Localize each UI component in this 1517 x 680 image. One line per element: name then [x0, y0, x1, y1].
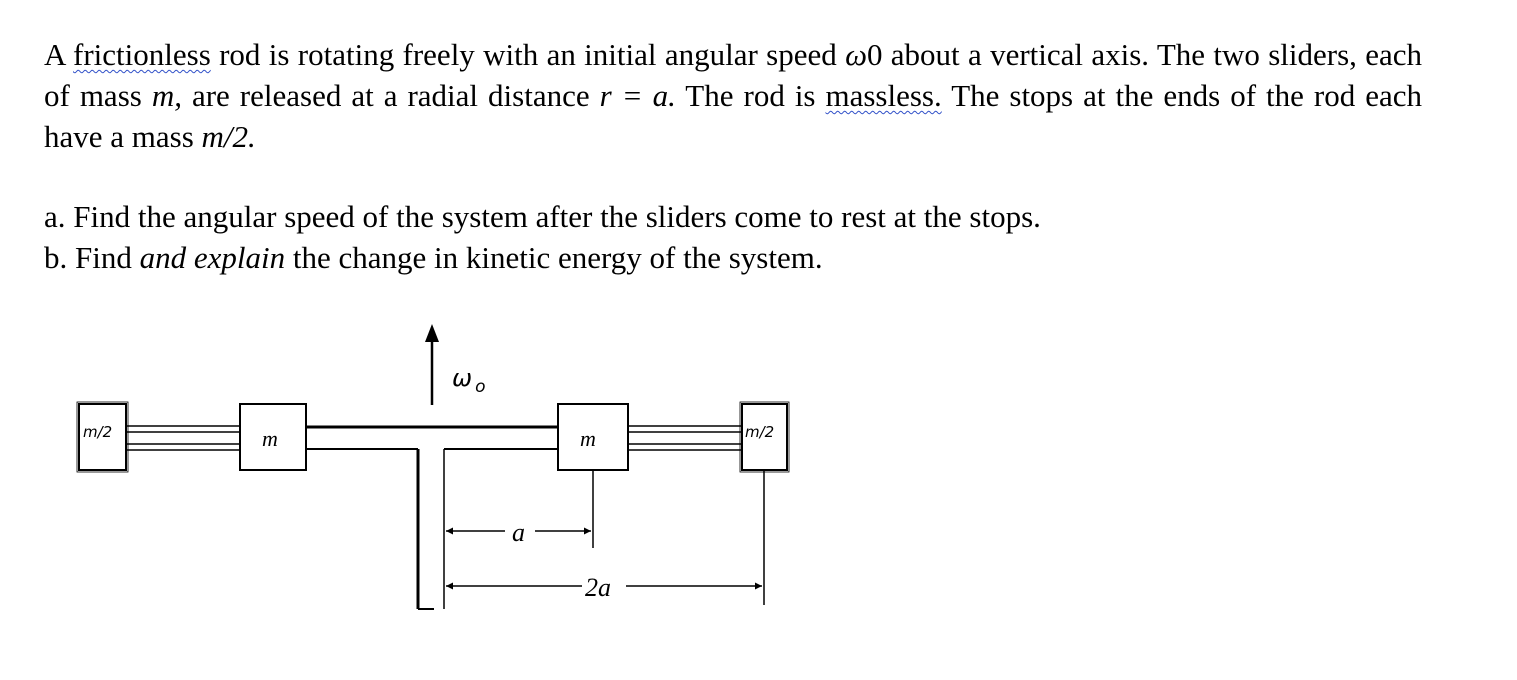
text-run: are released at a radial distance — [181, 78, 600, 113]
text-run: b. Find — [44, 240, 140, 275]
text-run: rod is rotating freely with an initial a… — [210, 37, 846, 72]
angular-velocity-arrow — [425, 324, 439, 405]
radius-equation: r = a. — [599, 78, 676, 113]
rod — [126, 425, 742, 451]
omega-symbol: ω — [845, 37, 867, 72]
left-stop-label: m/2 — [83, 423, 112, 441]
spellcheck-word-massless: massless. — [825, 78, 942, 113]
right-stop-label: m/2 — [745, 423, 774, 441]
text-run: The rod is — [675, 78, 826, 113]
spellcheck-word-frictionless: frictionless — [73, 37, 211, 72]
emphasis-text: and explain — [139, 240, 286, 275]
right-slider-label: m — [580, 426, 596, 451]
problem-statement: A frictionless rod is rotating freely wi… — [44, 34, 1422, 157]
question-b: b. Find and explain the change in kineti… — [44, 237, 1422, 278]
vertical-axis-stem — [416, 449, 445, 610]
mass-symbol: m, — [151, 78, 182, 113]
question-a: a. Find the angular speed of the system … — [44, 199, 1041, 234]
problem-text: A frictionless rod is rotating freely wi… — [44, 34, 1422, 278]
text-run: the change in kinetic energy of the syst… — [285, 240, 823, 275]
omega-subscript: 0 — [866, 37, 883, 72]
text-run: The stops at the ends of the rod each ha… — [44, 78, 1422, 154]
text-run: about a vertical axis. The two sliders, … — [44, 37, 1422, 113]
stop-mass-symbol: m/2. — [201, 119, 256, 154]
text-run: A — [44, 37, 74, 72]
dimension-2a-label: 2a — [585, 573, 611, 602]
left-slider-label: m — [262, 426, 278, 451]
question-list: a. Find the angular speed of the system … — [44, 196, 1422, 278]
left-slider — [239, 403, 307, 471]
left-stop — [78, 403, 127, 471]
dimension-extension-lines — [592, 470, 765, 605]
dimension-a-label: a — [512, 518, 525, 547]
right-stop — [741, 403, 788, 471]
right-slider — [557, 403, 629, 471]
